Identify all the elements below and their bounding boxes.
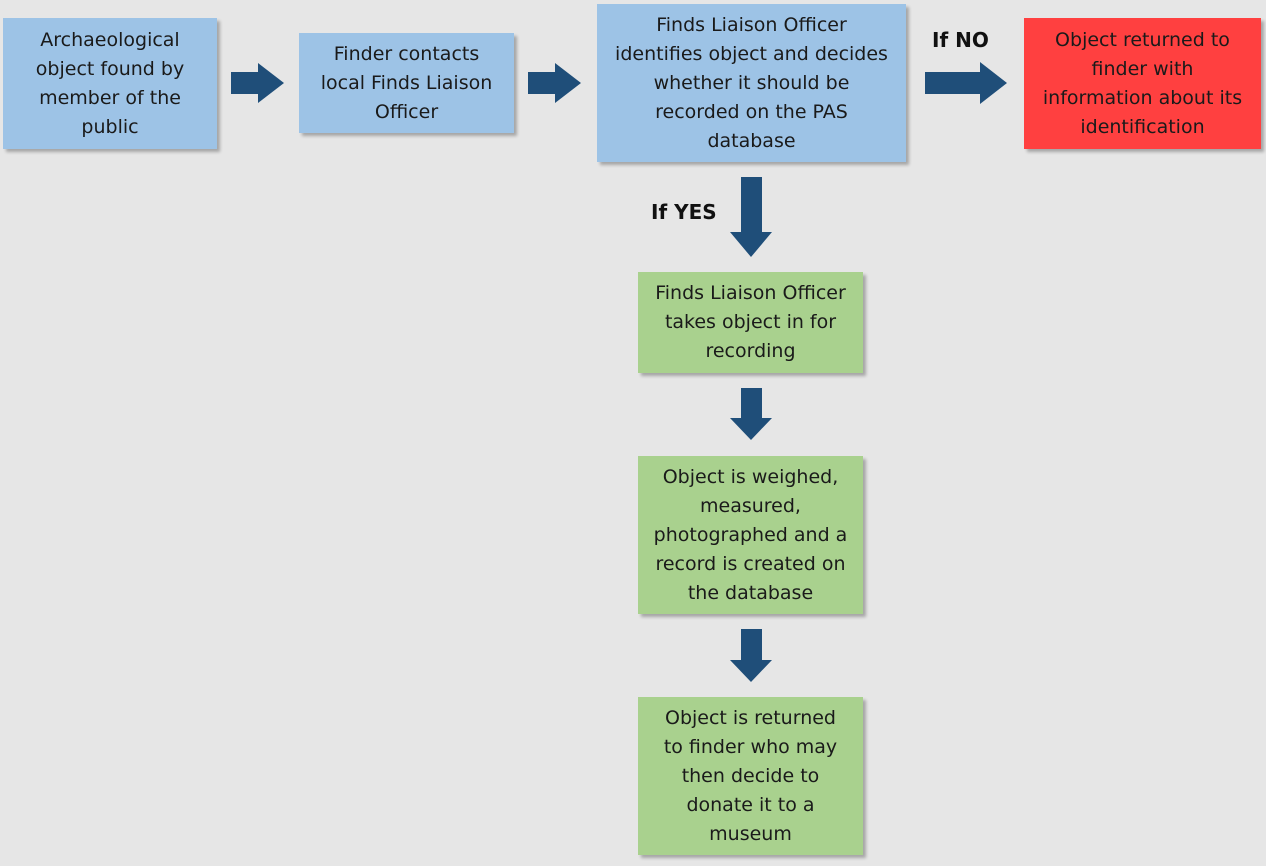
node-flo-identifies: Finds Liaison Officer identifies object … <box>597 4 906 162</box>
edge-label-if-yes: If YES <box>651 200 717 224</box>
node-object-recorded-text: Object is weighed, measured, photographe… <box>653 465 848 604</box>
edge-label-if-no: If NO <box>932 28 989 52</box>
node-flo-identifies-text: Finds Liaison Officer identifies object … <box>615 13 888 152</box>
arrow-identifies-to-returned <box>925 62 1007 104</box>
node-object-recorded: Object is weighed, measured, photographe… <box>638 456 863 614</box>
node-object-found-text: Archaeological object found by member of… <box>35 28 185 138</box>
arrow-recorded-to-donate <box>730 629 772 682</box>
node-finder-contacts-text: Finder contacts local Finds Liaison Offi… <box>320 42 493 123</box>
node-flo-takes-in: Finds Liaison Officer takes object in fo… <box>638 272 863 373</box>
node-object-donate: Object is returned to finder who may the… <box>638 697 863 855</box>
node-object-found: Archaeological object found by member of… <box>3 18 217 149</box>
node-object-returned: Object returned to finder with informati… <box>1024 18 1261 149</box>
node-object-donate-text: Object is returned to finder who may the… <box>663 706 838 845</box>
node-finder-contacts: Finder contacts local Finds Liaison Offi… <box>299 33 514 133</box>
arrow-identifies-to-takes-in <box>730 177 772 257</box>
arrow-contacts-to-identifies <box>528 63 581 103</box>
node-object-returned-text: Object returned to finder with informati… <box>1042 28 1243 138</box>
node-flo-takes-in-text: Finds Liaison Officer takes object in fo… <box>655 282 846 362</box>
arrow-found-to-contacts <box>231 63 284 103</box>
arrow-takes-in-to-recorded <box>730 388 772 440</box>
